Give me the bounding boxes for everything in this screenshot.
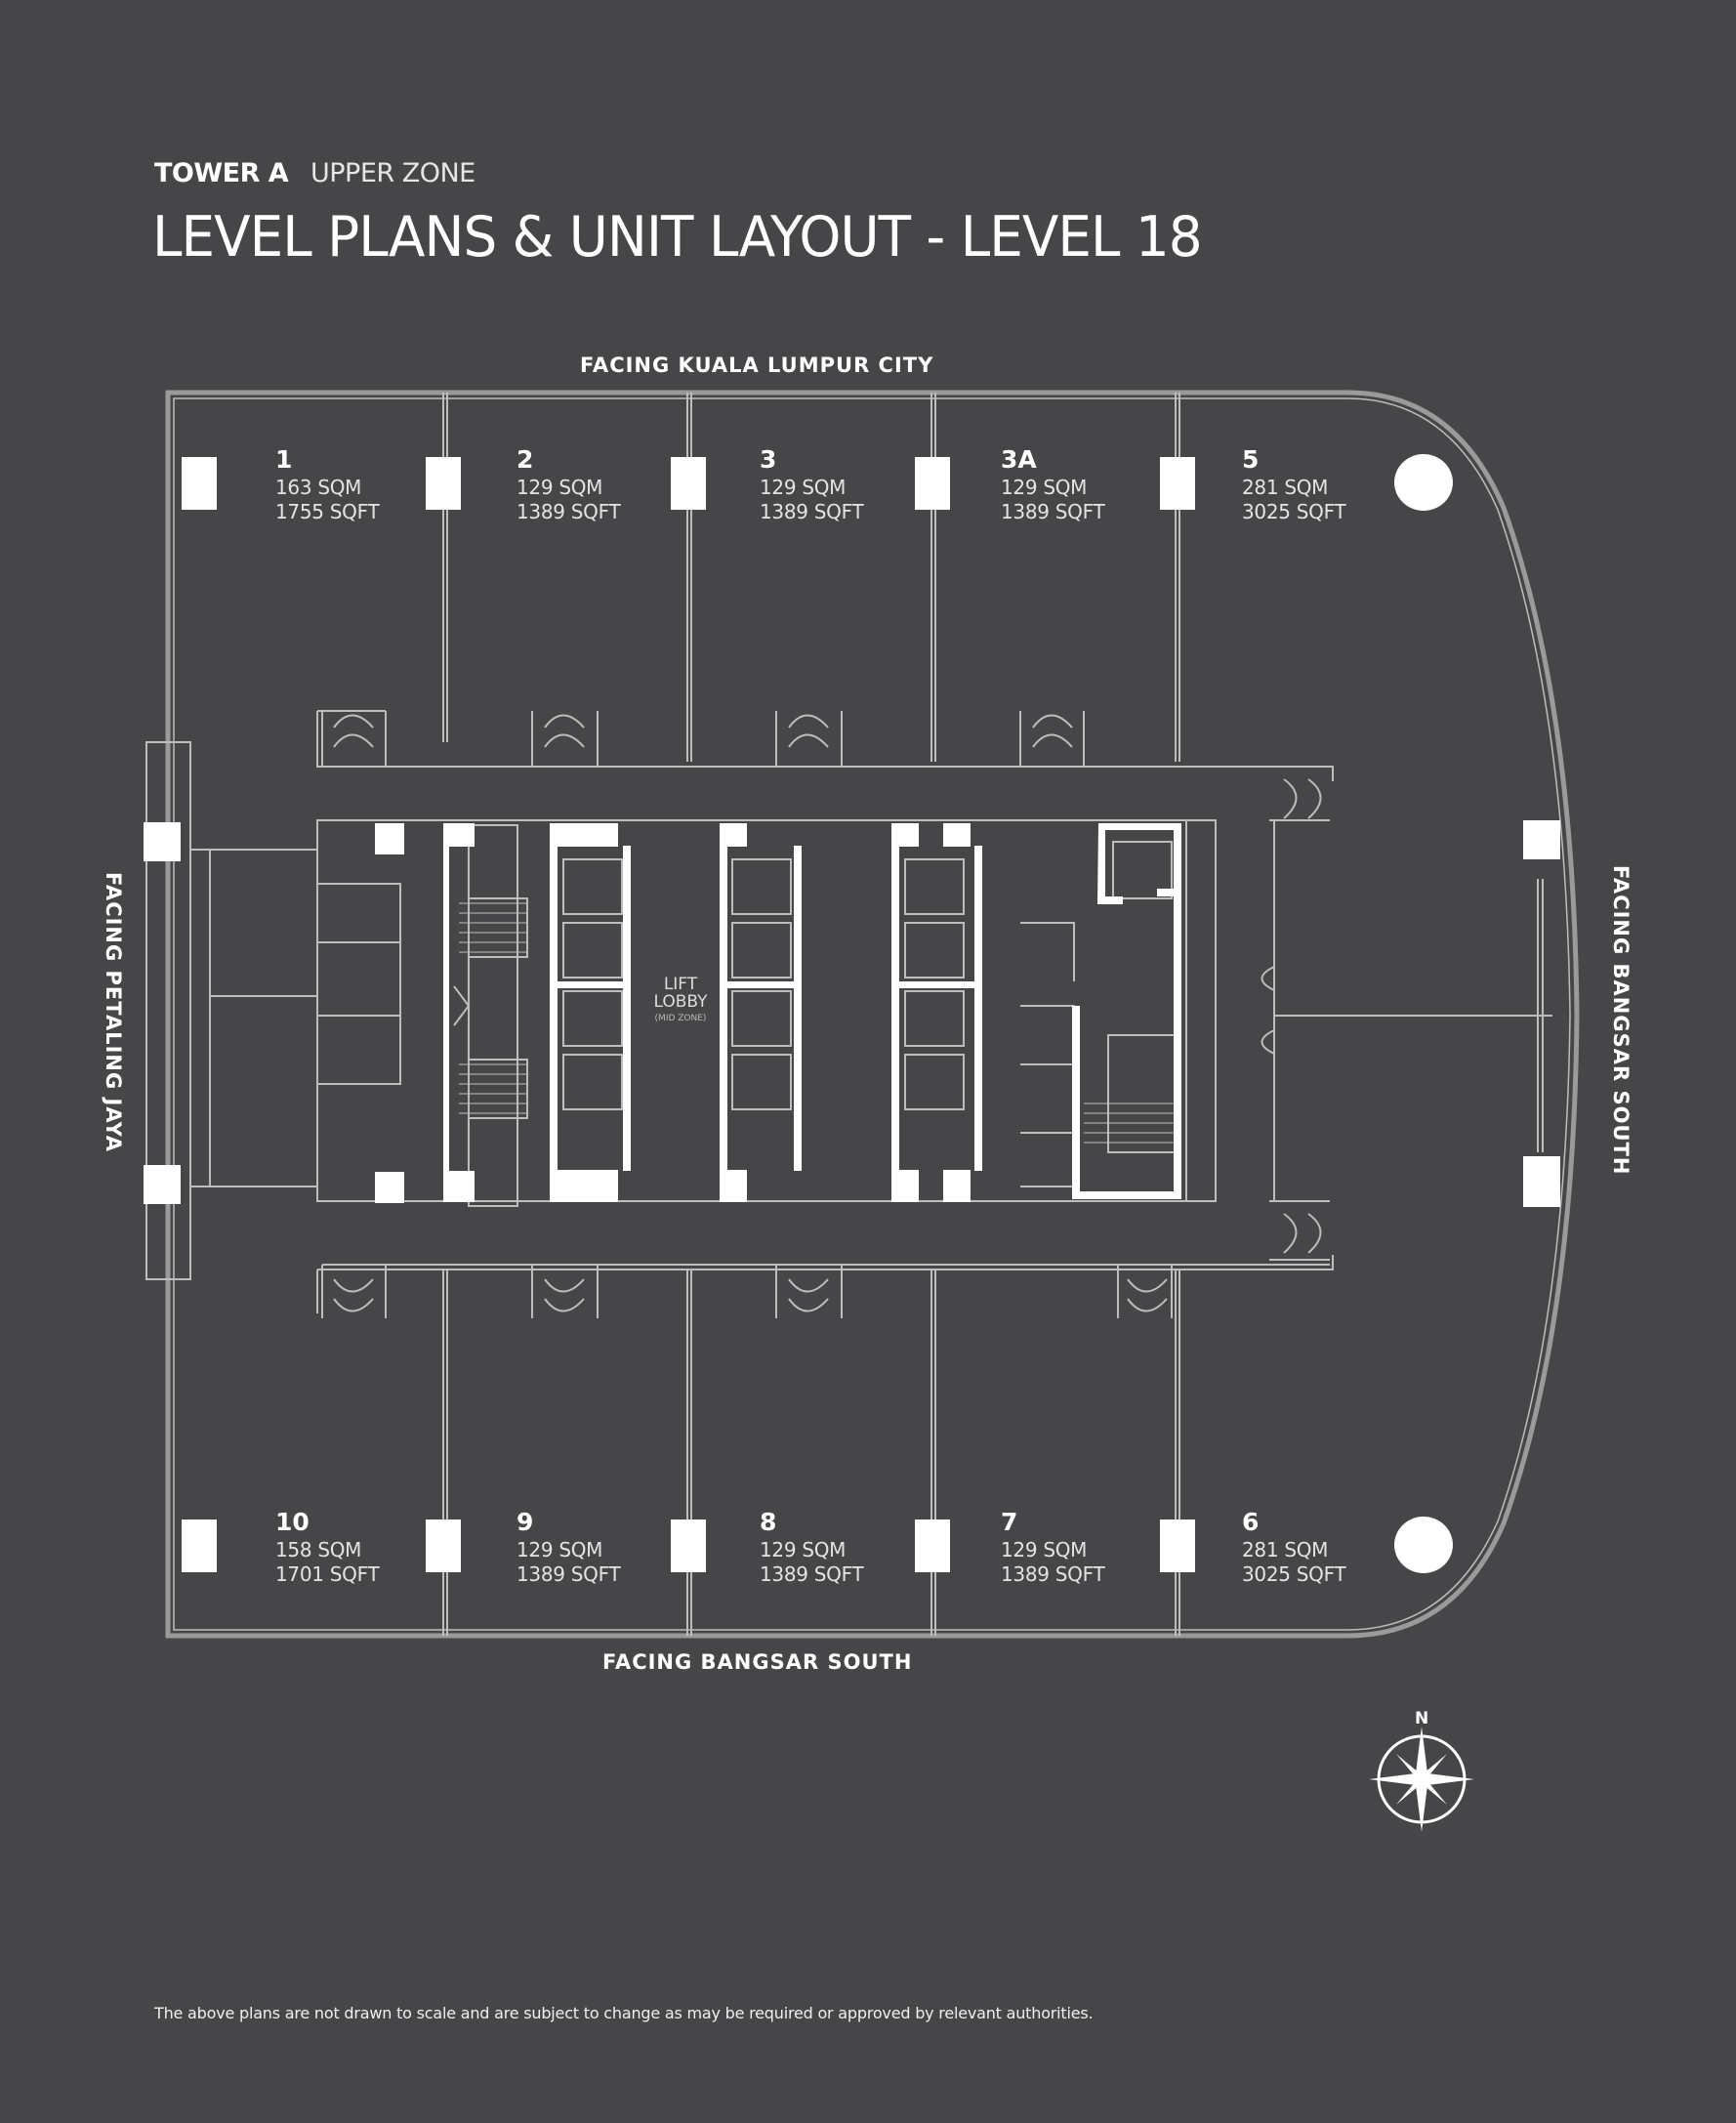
unit-2: 2 129 SQM 1389 SQFT [517,445,621,526]
lift-cars [562,841,1173,1110]
unit-area-sqm: 129 SQM [517,476,603,499]
unit-9: 9 129 SQM 1389 SQFT [517,1508,621,1589]
unit-area-sqft: 1389 SQFT [760,1562,864,1586]
unit-area-sqm: 281 SQM [1242,476,1329,499]
unit-area-sqft: 1389 SQFT [517,1562,621,1586]
unit-8: 8 129 SQM 1389 SQFT [760,1508,864,1589]
unit-number: 3 [760,445,777,474]
unit-area-sqm: 129 SQM [517,1538,603,1561]
unit-area-sqm: 281 SQM [1242,1538,1329,1561]
disclaimer-footnote: The above plans are not drawn to scale a… [154,2004,1094,2022]
unit-area-sqm: 163 SQM [275,476,362,499]
unit-area-sqft: 3025 SQFT [1242,1562,1346,1586]
door-pairs-bottom [321,1265,1173,1318]
zone-label: UPPER ZONE [310,158,475,188]
tower-label: TOWER A [154,158,289,188]
unit-area-sqft: 1389 SQFT [517,500,621,523]
unit-area-sqft: 1389 SQFT [760,500,864,523]
page-title: LEVEL PLANS & UNIT LAYOUT - LEVEL 18 [152,205,1203,270]
unit-number: 10 [275,1508,310,1536]
unit-area-sqm: 129 SQM [1001,476,1088,499]
unit-area-sqm: 129 SQM [760,1538,847,1561]
compass-north-label: N [1415,1709,1429,1728]
unit-number: 1 [275,445,293,474]
unit-area-sqft: 3025 SQFT [1242,500,1346,523]
facing-label-bottom: FACING BANGSAR SOUTH [602,1650,913,1674]
unit-area-sqm: 158 SQM [275,1538,362,1561]
unit-5: 5 281 SQM 3025 SQFT [1242,445,1346,526]
unit-7: 7 129 SQM 1389 SQFT [1001,1508,1105,1589]
unit-number: 8 [760,1508,777,1536]
unit-area-sqft: 1389 SQFT [1001,500,1105,523]
unit-number: 9 [517,1508,534,1536]
unit-area-sqm: 129 SQM [760,476,847,499]
facing-label-top: FACING KUALA LUMPUR CITY [580,354,934,377]
structure [144,454,1560,1573]
unit-3a: 3A 129 SQM 1389 SQFT [1001,445,1105,526]
unit-1: 1 163 SQM 1755 SQFT [275,445,380,526]
compass-rose-icon [1369,1727,1474,1832]
lift-lobby-title: LIFT LOBBY [653,975,708,1012]
unit-number: 5 [1242,445,1260,474]
unit-number: 3A [1001,445,1037,474]
unit-3: 3 129 SQM 1389 SQFT [760,445,864,526]
door-pairs-top [321,711,1085,767]
unit-6: 6 281 SQM 3025 SQFT [1242,1508,1346,1589]
lift-lobby-zone: (MID ZONE) [654,1013,707,1023]
unit-10: 10 158 SQM 1701 SQFT [275,1508,380,1589]
unit-number: 6 [1242,1508,1260,1536]
unit-number: 7 [1001,1508,1018,1536]
unit-number: 2 [517,445,534,474]
unit-area-sqft: 1755 SQFT [275,500,380,523]
unit-area-sqft: 1389 SQFT [1001,1562,1105,1586]
unit-area-sqm: 129 SQM [1001,1538,1088,1561]
unit-area-sqft: 1701 SQFT [275,1562,380,1586]
building-outline [165,390,1580,1639]
facing-label-left: FACING PETALING JAYA [102,872,125,1153]
lift-lobby-label: LIFT LOBBY (MID ZONE) [644,975,717,1023]
facing-label-right: FACING BANGSAR SOUTH [1609,865,1633,1176]
